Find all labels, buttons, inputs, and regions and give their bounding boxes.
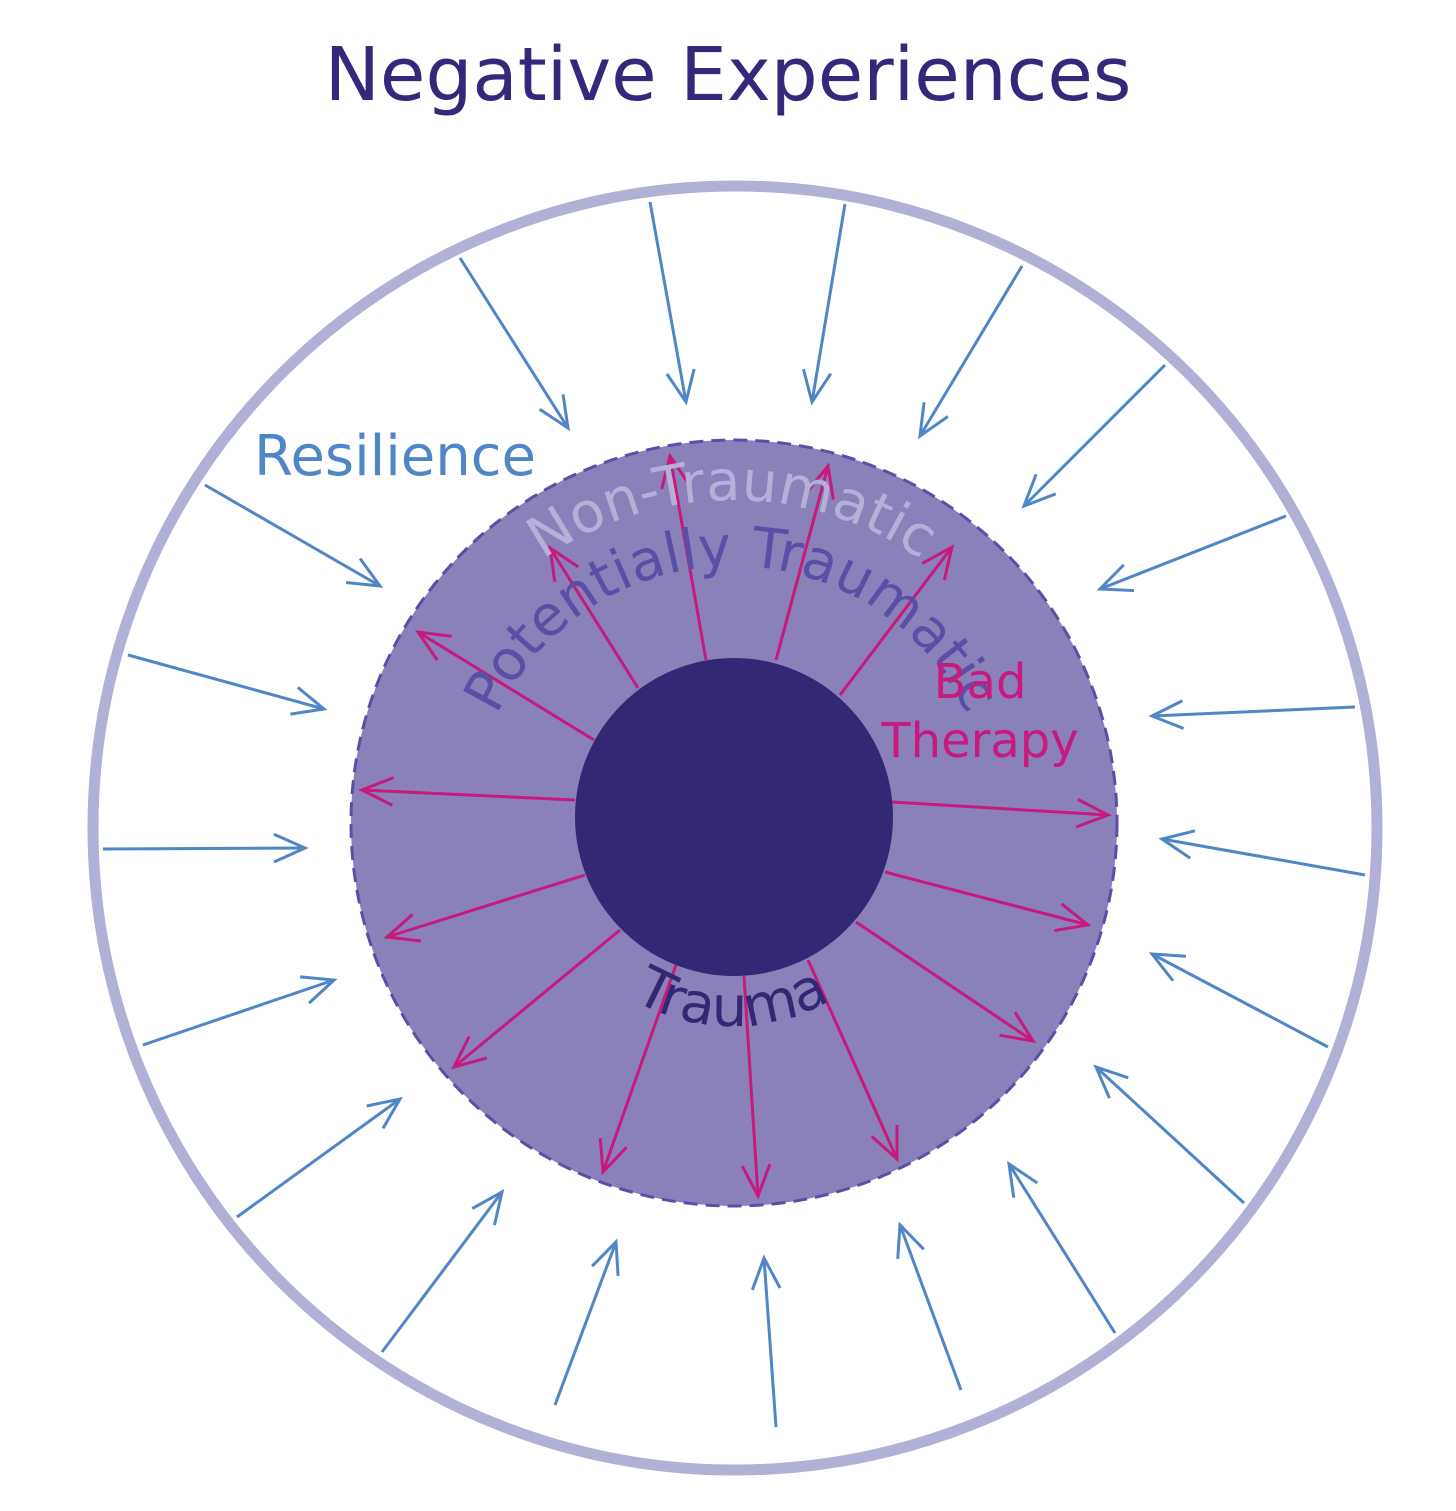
outer-ring [87,180,1383,1476]
resilience-arrow [1007,1160,1117,1334]
resilience-arrow [801,203,847,406]
resilience-arrow [553,1238,620,1406]
bad-therapy-arrow [414,630,595,742]
bad-therapy-arrow [451,928,621,1070]
resilience-arrow [896,1221,963,1391]
bad-therapy-arrows [358,452,1112,1200]
bad-therapy-arrow [660,452,708,661]
bad-therapy-arrow [598,964,678,1176]
resilience-arrows [102,201,1366,1428]
bad-therapy-arrow [548,544,640,689]
resilience-arrow [648,201,696,406]
resilience-arrow [750,1254,782,1428]
resilience-arrow [1158,829,1366,877]
bad-therapy-arrow [774,462,835,661]
bad-therapy-arrow [358,776,576,807]
bad-therapy-label-line2: Therapy [880,713,1078,769]
resilience-arrow [204,483,384,588]
resilience-arrow [1096,514,1287,593]
bad-therapy-arrow [806,959,899,1163]
bad-therapy-arrow [740,975,772,1200]
resilience-arrow [102,832,309,864]
resilience-arrow [1093,1064,1246,1205]
resilience-arrow [380,1189,505,1353]
bad-therapy-arrow [383,873,586,943]
resilience-arrow [127,653,328,716]
resilience-arrow [1021,363,1167,509]
resilience-arrow [918,265,1024,440]
bad-therapy-arrow [884,870,1092,933]
resilience-label: Resilience [254,424,536,489]
resilience-arrow [1148,699,1356,730]
bad-therapy-arrow [855,920,1037,1044]
bad-therapy-label-line1: Bad [934,654,1027,710]
diagram-title: Negative Experiences [325,32,1132,118]
trauma-core [575,658,893,976]
resilience-arrow [142,975,338,1047]
bad-therapy-arrow [891,797,1112,829]
resilience-arrow [236,1096,403,1219]
resilience-arrow [458,257,570,432]
bad-therapy-arrow [838,544,955,696]
resilience-arrow [1148,952,1329,1049]
